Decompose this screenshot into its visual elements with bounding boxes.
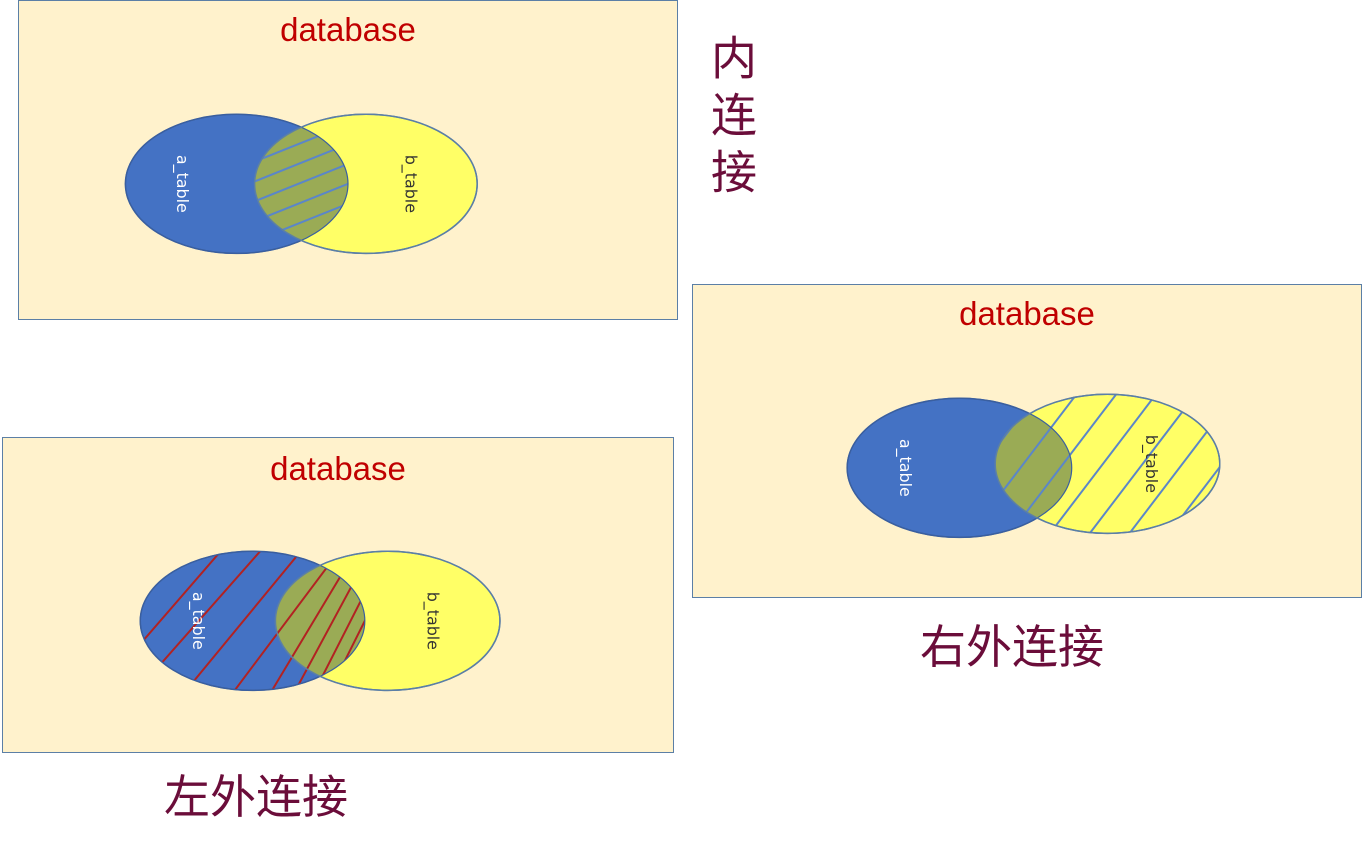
database-title: database [270,450,406,487]
left-outer-join-venn: a_table b_table [139,550,501,692]
inner-join-caption: 内连接 [704,34,758,205]
overlap-region [995,398,1072,534]
overlap-region [254,114,348,254]
a-table-label: a_table [172,155,192,213]
inner-join-venn: a_table b_table [124,113,478,255]
database-title: database [280,11,416,48]
right-outer-join-venn: a_table b_table [846,393,1221,539]
a-table-label: a_table [895,439,915,497]
overlap-region [275,551,365,691]
a-table-label: a_table [188,592,208,650]
b-table-label: b_table [1141,435,1161,493]
right-outer-join-caption: 右外连接 [920,620,1104,674]
b-table-label: b_table [401,155,421,213]
right-outer-join-diagram: a_table b_table database [692,284,1362,598]
b-table-label: b_table [422,592,442,650]
left-outer-join-diagram: a_table b_table database [2,437,674,753]
database-title: database [959,295,1095,332]
left-outer-join-caption: 左外连接 [164,770,348,824]
inner-join-diagram: a_table b_table database [18,0,678,320]
